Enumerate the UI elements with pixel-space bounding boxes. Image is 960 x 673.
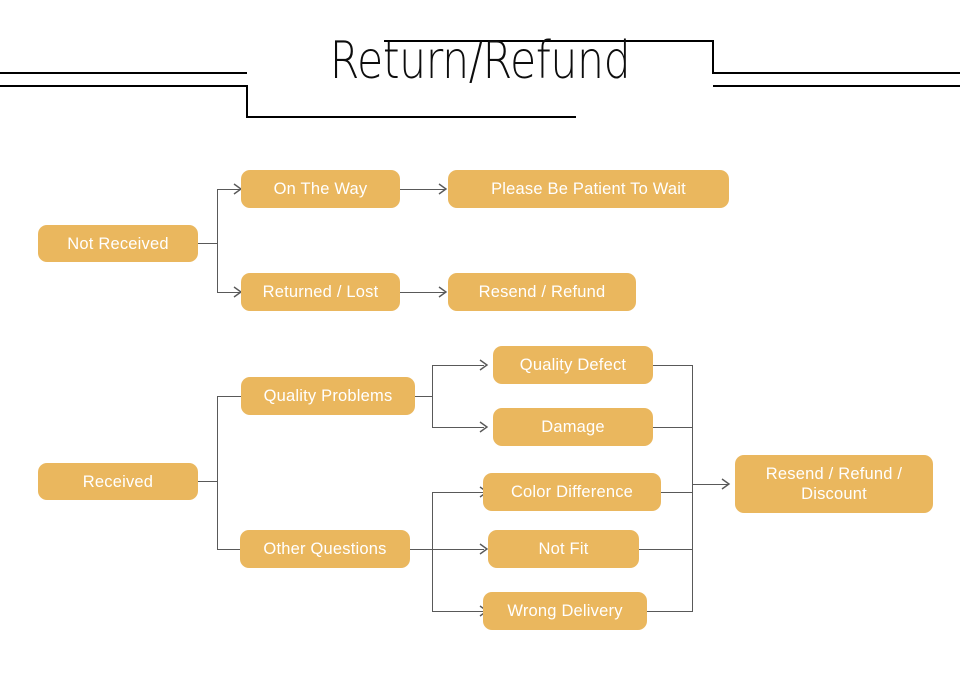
node-not-fit[interactable]: Not Fit [488, 530, 639, 568]
header-rule-right-step [712, 41, 714, 74]
header-rule-left-step [246, 85, 248, 118]
node-please-be-patient[interactable]: Please Be Patient To Wait [448, 170, 729, 208]
connector-to-on-the-way [217, 189, 244, 190]
header-rule-right-top [713, 72, 960, 74]
connector-not-fit-merge [639, 549, 693, 550]
connector-to-returned-lost [217, 292, 244, 293]
node-resend-refund[interactable]: Resend / Refund [448, 273, 636, 311]
connector-to-quality-problems [217, 396, 244, 397]
connector-not-received-bus [217, 189, 218, 293]
node-returned-lost[interactable]: Returned / Lost [241, 273, 400, 311]
node-outcome-resend-refund-discount[interactable]: Resend / Refund / Discount [735, 455, 933, 513]
connector-other-questions-out [410, 549, 433, 550]
connector-quality-problems-out [415, 396, 433, 397]
connector-to-quality-defect [432, 365, 484, 366]
connector-damage-merge [653, 427, 693, 428]
node-color-difference[interactable]: Color Difference [483, 473, 661, 511]
header-rule-left-foot [246, 116, 576, 118]
outcome-line-1: Resend / Refund / [765, 465, 903, 483]
connector-quality-defect-merge [653, 365, 693, 366]
node-received[interactable]: Received [38, 463, 198, 500]
connector-to-not-fit [432, 549, 484, 550]
connector-merge-to-outcome [692, 484, 729, 485]
connector-on-the-way-to-result [400, 189, 446, 190]
connector-received-bus [217, 396, 218, 550]
node-on-the-way[interactable]: On The Way [241, 170, 400, 208]
connector-wrong-delivery-merge [647, 611, 693, 612]
node-wrong-delivery[interactable]: Wrong Delivery [483, 592, 647, 630]
node-quality-problems[interactable]: Quality Problems [241, 377, 415, 415]
connector-other-questions-bus [432, 492, 433, 612]
header-rule-left-bottom [0, 85, 247, 87]
node-other-questions[interactable]: Other Questions [240, 530, 410, 568]
connector-returned-lost-to-result [400, 292, 446, 293]
connector-to-damage [432, 427, 484, 428]
node-damage[interactable]: Damage [493, 408, 653, 446]
connector-color-difference-merge [661, 492, 693, 493]
connector-not-received-out [198, 243, 218, 244]
header-rule-right-bottom [713, 85, 960, 87]
node-quality-defect[interactable]: Quality Defect [493, 346, 653, 384]
connector-to-color-difference [432, 492, 484, 493]
connector-to-other-questions [217, 549, 244, 550]
connector-merge-bus [692, 365, 693, 612]
connector-to-wrong-delivery [432, 611, 484, 612]
header-rule-left-top [0, 72, 247, 74]
connector-received-out [198, 481, 218, 482]
node-not-received[interactable]: Not Received [38, 225, 198, 262]
outcome-line-2: Discount [801, 485, 867, 503]
page-title: Return/Refund [329, 31, 631, 91]
header-rule-right-head [384, 40, 714, 42]
connector-quality-problems-bus [432, 365, 433, 427]
